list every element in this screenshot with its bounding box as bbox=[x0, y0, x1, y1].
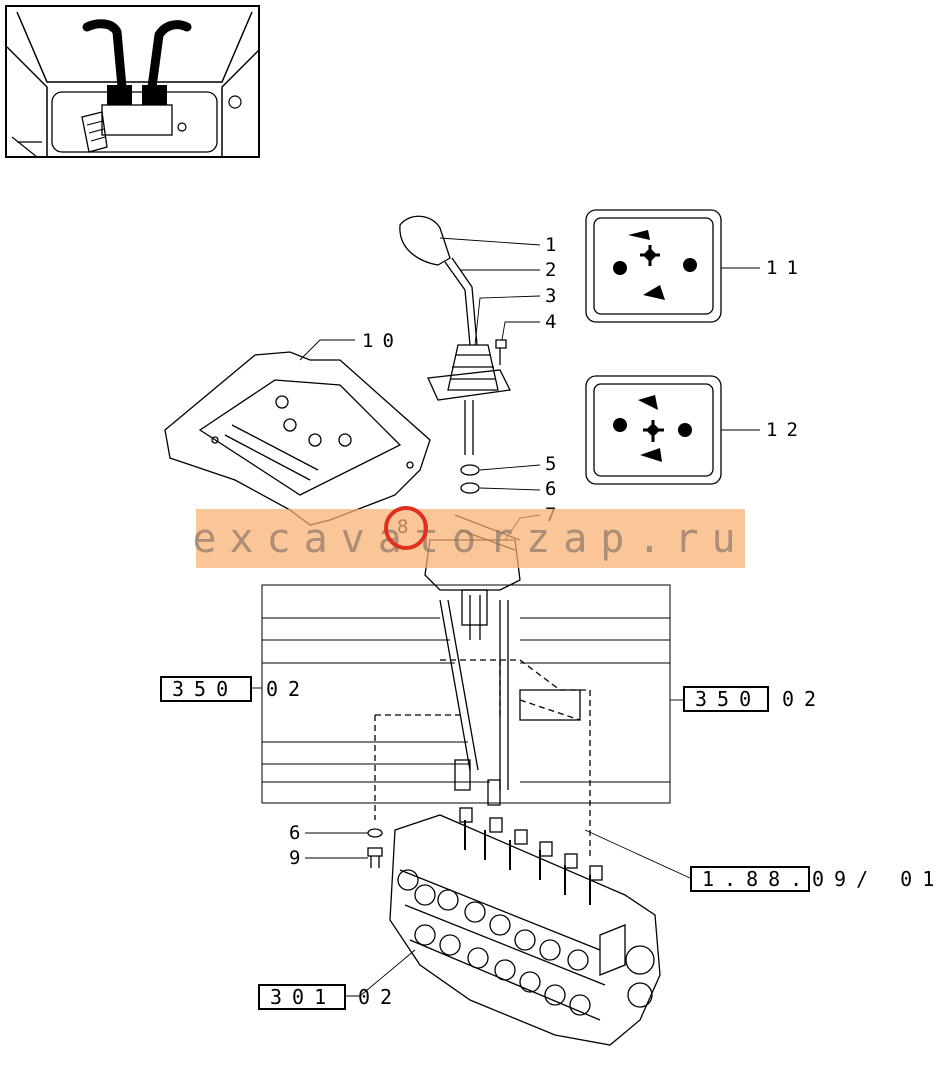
control-valve-body bbox=[389, 814, 661, 1046]
ref-box-right-350[interactable]: 350 bbox=[683, 686, 769, 712]
callout-11: 11 bbox=[766, 257, 807, 279]
watermark-banner: excavatorzap.ru bbox=[192, 509, 745, 568]
callout-12: 12 bbox=[766, 419, 807, 441]
callout-9: 9 bbox=[289, 847, 310, 869]
callout-6: 6 bbox=[545, 478, 566, 500]
callout-5: 5 bbox=[545, 453, 566, 475]
lever-rod bbox=[444, 261, 471, 346]
boot-plate bbox=[427, 369, 511, 401]
ref-box-left-350[interactable]: 350 bbox=[160, 676, 252, 702]
watermark-text: excavatorzap.ru bbox=[192, 515, 749, 562]
ref-box-301[interactable]: 301 bbox=[258, 984, 346, 1010]
highlight-ring-part-8 bbox=[384, 506, 428, 550]
cab-interior-drawing bbox=[7, 11, 258, 156]
callout-10: 10 bbox=[362, 330, 403, 352]
callout-1: 1 bbox=[545, 234, 566, 256]
ref-suffix-301: 02 bbox=[358, 985, 403, 1009]
callout-6-lower: 6 bbox=[289, 822, 310, 844]
ref-suffix-188: 09/ 01 bbox=[812, 867, 945, 891]
callout-2: 2 bbox=[545, 259, 566, 281]
ref-suffix-left-350: 02 bbox=[266, 677, 311, 701]
ref-box-188[interactable]: 1.88. bbox=[690, 866, 810, 892]
callout-4: 4 bbox=[545, 311, 566, 333]
cover-plate bbox=[164, 351, 431, 526]
lever-knob bbox=[399, 215, 451, 266]
cab-inset-view bbox=[5, 5, 260, 158]
callout-3: 3 bbox=[545, 285, 566, 307]
ref-suffix-right-350: 02 bbox=[782, 687, 827, 711]
